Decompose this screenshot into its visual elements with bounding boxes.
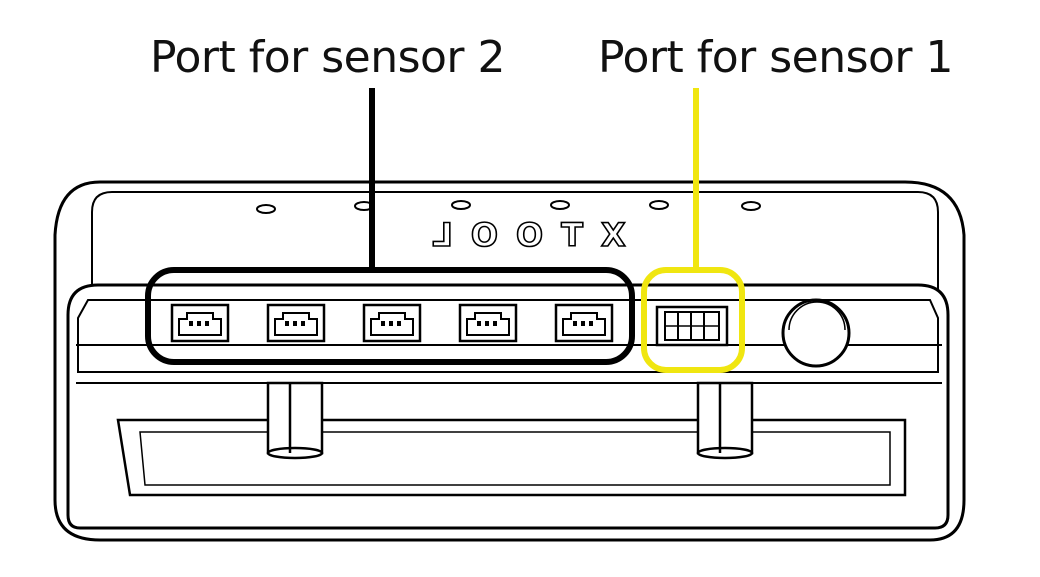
screw-hole-icon (451, 200, 471, 210)
connector-pin (205, 321, 209, 326)
connector-port-icon (170, 303, 230, 343)
connector-port-icon (362, 303, 422, 343)
connector-pin (197, 321, 201, 326)
callout-box-sensor-2 (145, 267, 635, 365)
screw-hole-icon (550, 200, 570, 210)
connector-pin (293, 321, 297, 326)
support-post-right (696, 381, 754, 460)
connector-pin (573, 321, 577, 326)
support-post (696, 381, 754, 455)
connector-pin (493, 321, 497, 326)
screw-hole-icon (256, 204, 276, 214)
sensor-2-ports (170, 303, 614, 343)
connector-pin (589, 321, 593, 326)
callout-box-sensor-1 (641, 267, 745, 373)
connector-port-icon (266, 303, 326, 343)
brand-logo-text: XTOOL (414, 216, 625, 254)
connector-port-icon (458, 303, 518, 343)
screw-hole-icon (649, 200, 669, 210)
connector-pin (389, 321, 393, 326)
support-post-base (696, 446, 754, 460)
support-post-base (266, 446, 324, 460)
brand-logo: XTOOL (414, 215, 627, 255)
sensor-1-port (655, 305, 729, 347)
connector-pin (477, 321, 481, 326)
screw-holes (256, 200, 761, 214)
round-button-icon (781, 298, 851, 368)
connector-pin (485, 321, 489, 326)
connector-pin (397, 321, 401, 326)
support-post-left (266, 381, 324, 460)
housing-inner-edge (91, 191, 939, 290)
base-tray-inner (139, 431, 891, 486)
connector-pin (381, 321, 385, 326)
connector-pin (581, 321, 585, 326)
connector-pin (301, 321, 305, 326)
connector-pin (285, 321, 289, 326)
screw-hole-icon (741, 201, 761, 211)
front-panel-inner (77, 299, 939, 373)
callout-label-sensor-2: Port for sensor 2 (150, 32, 506, 83)
connector-port-icon (554, 303, 614, 343)
connector-pin (189, 321, 193, 326)
callout-label-sensor-1: Port for sensor 1 (598, 32, 954, 83)
support-post (266, 381, 324, 455)
